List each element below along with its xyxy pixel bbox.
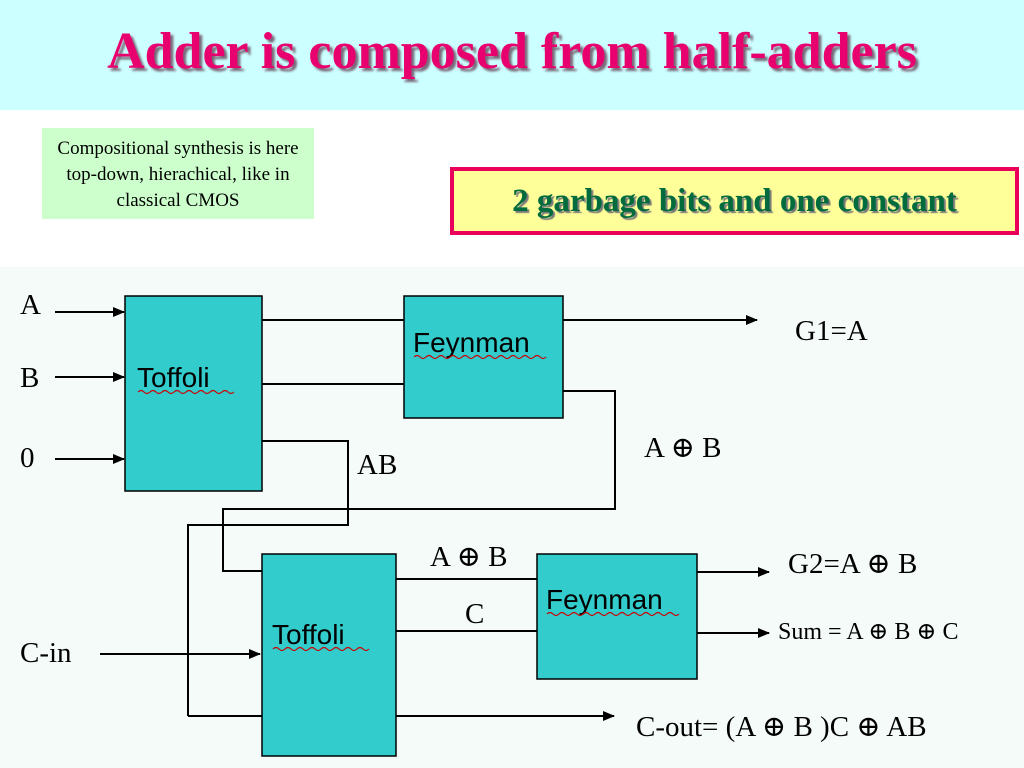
callout-box: 2 garbage bits and one constant <box>450 167 1019 235</box>
input-cin-label: C-in <box>20 637 72 669</box>
input-a-label: A <box>20 289 41 321</box>
input-b-label: B <box>20 362 39 394</box>
signal-c-label: C <box>465 598 484 630</box>
circuit-svg: Toffoli Feynman Toffoli Feynman A B 0 C-… <box>20 289 958 757</box>
toffoli-label-1: Toffoli <box>137 362 210 393</box>
feynman-block-1 <box>403 295 564 419</box>
title-band <box>0 0 1024 110</box>
feynman-label-1: Feynman <box>413 327 530 358</box>
feynman-label-2: Feynman <box>546 584 663 615</box>
input-zero-label: 0 <box>20 442 35 474</box>
signal-a-xor-b-label-1: A ⊕ B <box>644 432 721 464</box>
signal-ab-label: AB <box>357 449 397 481</box>
output-g1-label: G1=A <box>795 315 868 347</box>
output-cout-label: C-out= (A ⊕ B )C ⊕ AB <box>636 711 927 743</box>
wire-ab-route <box>187 440 349 716</box>
underline-toffoli-1 <box>137 389 235 395</box>
signal-a-xor-b-label-2: A ⊕ B <box>430 541 507 573</box>
underline-feynman-2 <box>546 611 680 617</box>
spell-underlines <box>137 354 680 652</box>
underline-feynman-1 <box>413 354 547 360</box>
feynman-block-2 <box>536 553 698 680</box>
circuit-diagram: Toffoli Feynman Toffoli Feynman A B 0 C-… <box>0 267 1024 768</box>
wires <box>55 307 770 721</box>
underline-toffoli-2 <box>272 646 370 652</box>
output-g2-label: G2=A ⊕ B <box>788 548 917 580</box>
toffoli-label-2: Toffoli <box>272 619 345 650</box>
note-box: Compositional synthesis is here top-down… <box>42 128 314 219</box>
output-sum-label: Sum = A ⊕ B ⊕ C <box>778 619 958 645</box>
slide-title: Adder is composed from half-adders <box>107 23 917 80</box>
toffoli-block-2 <box>261 553 397 757</box>
wire-a-xor-b-route <box>222 390 616 572</box>
